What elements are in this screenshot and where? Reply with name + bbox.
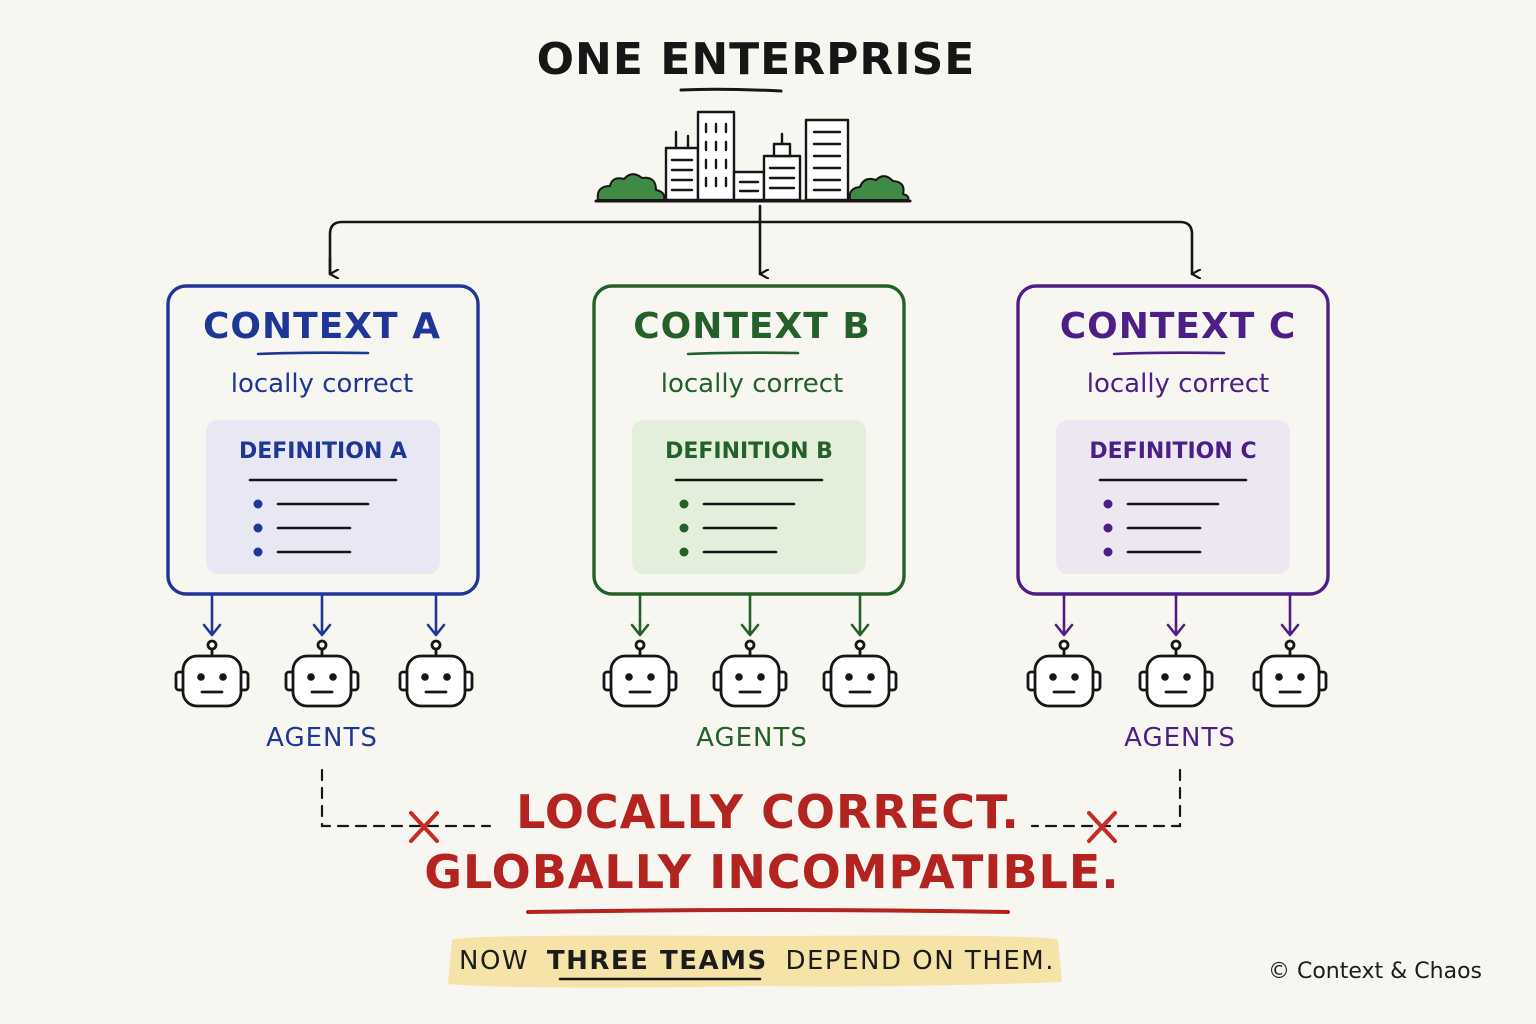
context-subtitle: locally correct — [1087, 369, 1270, 399]
header: ONE ENTERPRISE — [537, 34, 976, 93]
arrow-to-agent — [1054, 594, 1074, 637]
bullet-dot — [1103, 499, 1113, 509]
definition-bullet-item — [679, 499, 796, 509]
banner-highlight — [448, 935, 1062, 988]
headline-underline — [526, 908, 1010, 914]
robot-face-icon — [174, 639, 250, 708]
robot-face-icon — [1252, 639, 1328, 708]
context-box — [166, 284, 480, 596]
context-title: CONTEXT B — [633, 306, 871, 347]
city-skyline-icon — [594, 110, 912, 203]
definition-title: DEFINITION A — [239, 439, 407, 464]
conflict-links — [320, 768, 1182, 828]
headline: LOCALLY CORRECT. GLOBALLY INCOMPATIBLE. — [424, 785, 1120, 914]
arrow-to-agent — [1166, 594, 1186, 637]
context-subtitle: locally correct — [661, 369, 844, 399]
definition-title: DEFINITION B — [665, 439, 833, 464]
definition-bullet-item — [253, 499, 370, 509]
bullet-dot — [679, 547, 689, 557]
conflict-link-left — [320, 768, 492, 828]
bullet-dot — [253, 499, 263, 509]
definition-title: DEFINITION C — [1089, 439, 1256, 464]
context-box — [592, 284, 906, 596]
bullet-dot — [679, 499, 689, 509]
banner-emphasis: THREE TEAMS — [547, 946, 768, 976]
context-box — [1016, 284, 1330, 596]
agents-label: AGENTS — [266, 723, 378, 753]
arrow-to-agent — [426, 594, 446, 637]
definition-bullet-item — [1103, 547, 1202, 557]
robot-face-icon — [1138, 639, 1214, 708]
bullet-dot — [253, 547, 263, 557]
headline-line-1: LOCALLY CORRECT. — [516, 785, 1020, 839]
bullet-dot — [253, 523, 263, 533]
bullet-dot — [679, 523, 689, 533]
context-title-underline — [256, 351, 370, 356]
banner-sentence: NOW THREE TEAMS DEPEND ON THEM. — [459, 946, 1055, 976]
robot-face-icon — [822, 639, 898, 708]
arrow-to-agent — [630, 594, 650, 637]
banner-before: NOW — [459, 946, 529, 976]
context-subtitle: locally correct — [231, 369, 414, 399]
agents-label: AGENTS — [696, 723, 808, 753]
context-title: CONTEXT A — [203, 306, 441, 347]
definition-card — [632, 420, 866, 574]
definition-card — [1056, 420, 1290, 574]
definition-card — [206, 420, 440, 574]
robot-face-icon — [284, 639, 360, 708]
definition-bullet-item — [1103, 499, 1220, 509]
definition-bullet-item — [679, 547, 778, 557]
robot-face-icon — [398, 639, 474, 708]
callout-banner: NOW THREE TEAMS DEPEND ON THEM. — [448, 935, 1062, 988]
context-title-underline — [1112, 351, 1226, 356]
enterprise-connectors — [328, 204, 1192, 274]
definition-bullet-item — [253, 523, 352, 533]
arrow-to-agent — [1280, 594, 1300, 637]
bullet-dot — [1103, 547, 1113, 557]
title-underline — [679, 87, 783, 93]
banner-after: DEPEND ON THEM. — [785, 946, 1055, 976]
robot-face-icon — [602, 639, 678, 708]
conflict-link-right — [1030, 768, 1182, 828]
bullet-dot — [1103, 523, 1113, 533]
arrow-to-agent — [740, 594, 760, 637]
arrow-to-agent — [850, 594, 870, 637]
robot-face-icon — [712, 639, 788, 708]
page-title: ONE ENTERPRISE — [537, 34, 976, 85]
credit-text: © Context & Chaos — [1268, 959, 1482, 984]
definition-bullet-item — [1103, 523, 1202, 533]
headline-line-2: GLOBALLY INCOMPATIBLE. — [424, 845, 1120, 899]
arrow-to-agent — [312, 594, 332, 637]
red-x-icon — [409, 811, 439, 843]
robot-face-icon — [1026, 639, 1102, 708]
context-title-underline — [686, 351, 800, 356]
red-x-icon — [1087, 811, 1117, 843]
agents-label: AGENTS — [1124, 723, 1236, 753]
arrow-to-agent — [202, 594, 222, 637]
context-title: CONTEXT C — [1060, 306, 1297, 347]
definition-bullet-item — [253, 547, 352, 557]
definition-bullet-item — [679, 523, 778, 533]
